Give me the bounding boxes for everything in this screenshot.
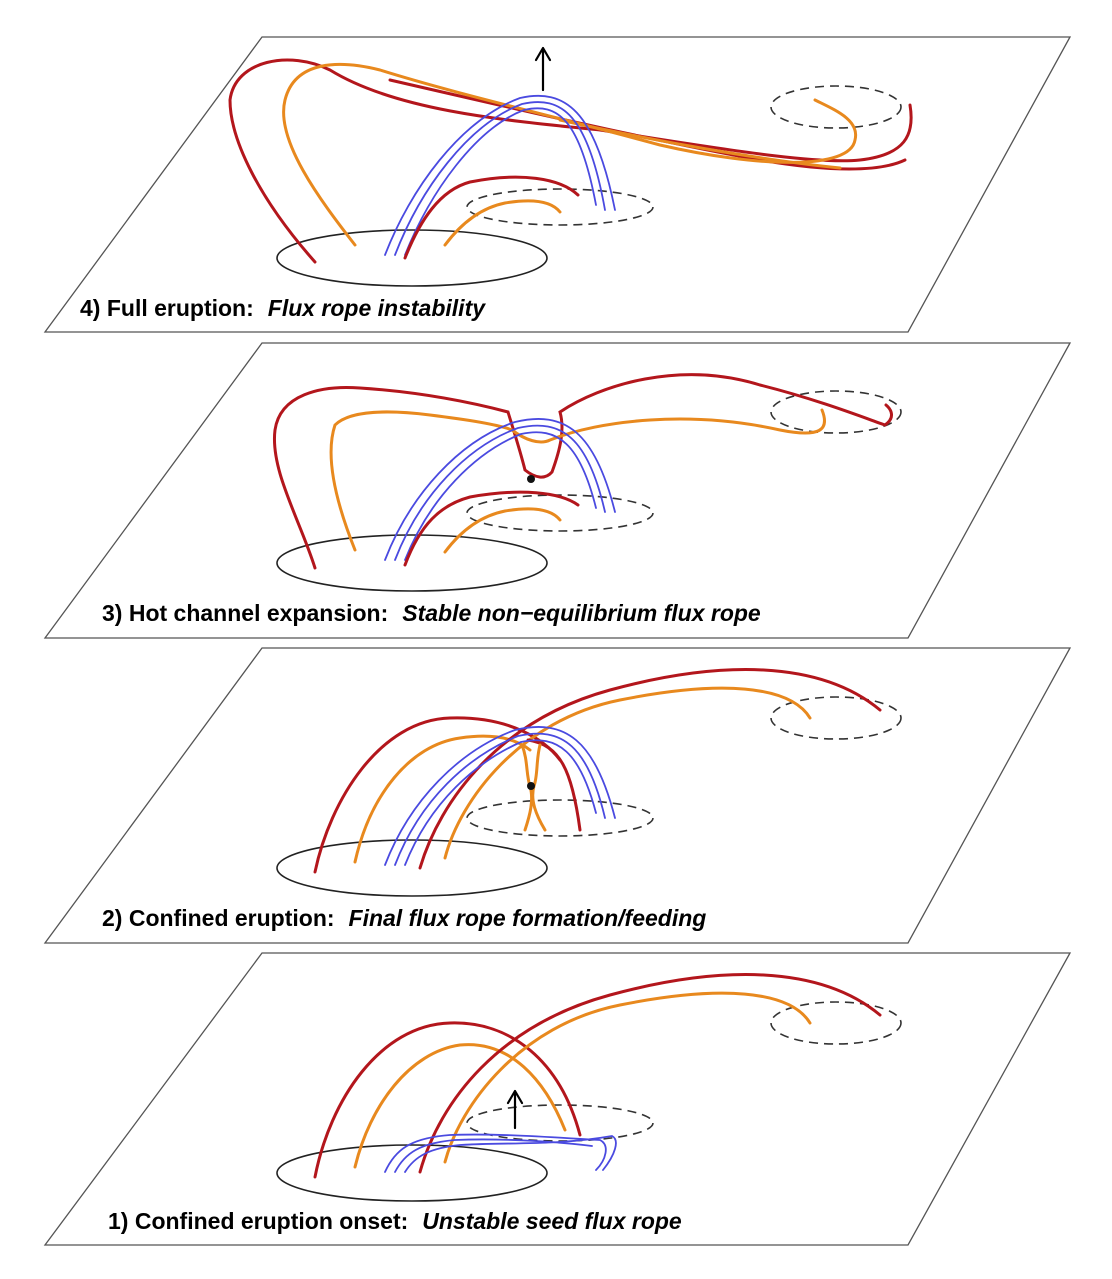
panel-2-red-field-line	[418, 668, 882, 870]
panel-1-plane	[43, 952, 1072, 1246]
panel-2-caption: 2) Confined eruption: Final flux rope for…	[102, 905, 706, 931]
panel-2-confined-eruption: 2) Confined eruption: Final flux rope for…	[43, 647, 1072, 944]
panel-4-red-field-line	[228, 58, 913, 264]
panel-2-red-field-line	[526, 738, 582, 832]
panel-4-red-field-line	[403, 175, 580, 260]
panel-1-blue-flux-rope	[384, 1133, 607, 1173]
panel-1-orange-field-line	[353, 1043, 567, 1169]
panel-1-description: Unstable seed flux rope	[422, 1208, 682, 1234]
panel-3-hot-channel-expansion: 3) Hot channel expansion: Stable non−equi…	[43, 342, 1072, 639]
panel-2-orange-field-line	[353, 734, 532, 864]
panel-2-description: Final flux rope formation/feeding	[349, 905, 707, 931]
panel-3-plane	[43, 342, 1072, 639]
panel-2-blue-flux-rope	[394, 732, 606, 866]
panel-1-caption: 1) Confined eruption onset: Unstable seed…	[108, 1208, 682, 1234]
panel-1-stage-label: 1) Confined eruption onset:	[108, 1208, 408, 1234]
panel-2-orange-field-line	[443, 686, 812, 860]
panel-2-red-field-line	[313, 716, 562, 874]
panel-1-red-field-line	[418, 973, 882, 1174]
panel-3-footpoint-dashed-right	[770, 390, 902, 434]
panel-1-blue-flux-rope	[394, 1138, 593, 1173]
panel-2-footpoint-dashed-right	[770, 696, 902, 740]
panel-3-orange-field-line	[443, 507, 562, 554]
panel-1-blue-flux-rope	[404, 1135, 617, 1173]
panel-3-x-point-marker	[527, 475, 535, 483]
panel-4-footpoint-dashed-center	[466, 188, 654, 226]
panel-1-footpoint-dashed-right	[770, 1001, 902, 1045]
panel-4-orange-field-line	[443, 199, 562, 247]
panel-4-full-eruption: 4) Full eruption: Flux rope instability	[43, 36, 1072, 333]
panel-4-footpoint-dashed-right	[770, 85, 902, 129]
panel-3-red-field-line	[403, 490, 580, 567]
panel-1-orange-field-line	[443, 991, 812, 1164]
panel-2-blue-flux-rope	[384, 726, 616, 866]
panel-3-blue-flux-rope	[384, 418, 616, 561]
panel-1-footpoint-solid	[276, 1144, 548, 1202]
panel-4-blue-flux-rope	[384, 94, 616, 256]
panel-4-blue-flux-rope	[394, 101, 606, 256]
panel-3-description: Stable non−equilibrium flux rope	[402, 600, 761, 626]
panel-2-footpoint-solid	[276, 839, 548, 897]
panel-1-upward-arrow	[506, 1089, 524, 1130]
panel-3-blue-flux-rope	[404, 431, 597, 561]
panel-3-footpoint-dashed-center	[466, 494, 654, 532]
panel-2-blue-flux-rope	[404, 739, 597, 866]
panel-3-caption: 3) Hot channel expansion: Stable non−equi…	[102, 600, 761, 626]
panel-1-footpoint-dashed-center	[466, 1104, 654, 1142]
panel-2-stage-label: 2) Confined eruption:	[102, 905, 335, 931]
panel-4-footpoint-solid	[276, 229, 548, 287]
panel-4-stage-label: 4) Full eruption:	[80, 295, 254, 321]
panel-2-x-point-marker	[527, 782, 535, 790]
panel-4-description: Flux rope instability	[268, 295, 486, 321]
panel-4-orange-field-line	[558, 118, 842, 170]
panel-2-footpoint-dashed-center	[466, 799, 654, 837]
panel-4-caption: 4) Full eruption: Flux rope instability	[80, 295, 486, 321]
panel-3-stage-label: 3) Hot channel expansion:	[102, 600, 388, 626]
panel-4-blue-flux-rope	[404, 107, 597, 256]
panel-3-footpoint-solid	[276, 534, 548, 592]
panel-4-orange-field-line	[282, 62, 858, 247]
panel-4-upward-arrow	[534, 46, 552, 92]
panel-3-red-field-line	[272, 373, 893, 570]
panel-2-plane	[43, 647, 1072, 944]
panel-1-confined-eruption-onset: 1) Confined eruption onset: Unstable seed…	[43, 952, 1072, 1246]
panel-1-red-field-line	[313, 1021, 582, 1179]
panel-3-blue-flux-rope	[394, 424, 606, 561]
